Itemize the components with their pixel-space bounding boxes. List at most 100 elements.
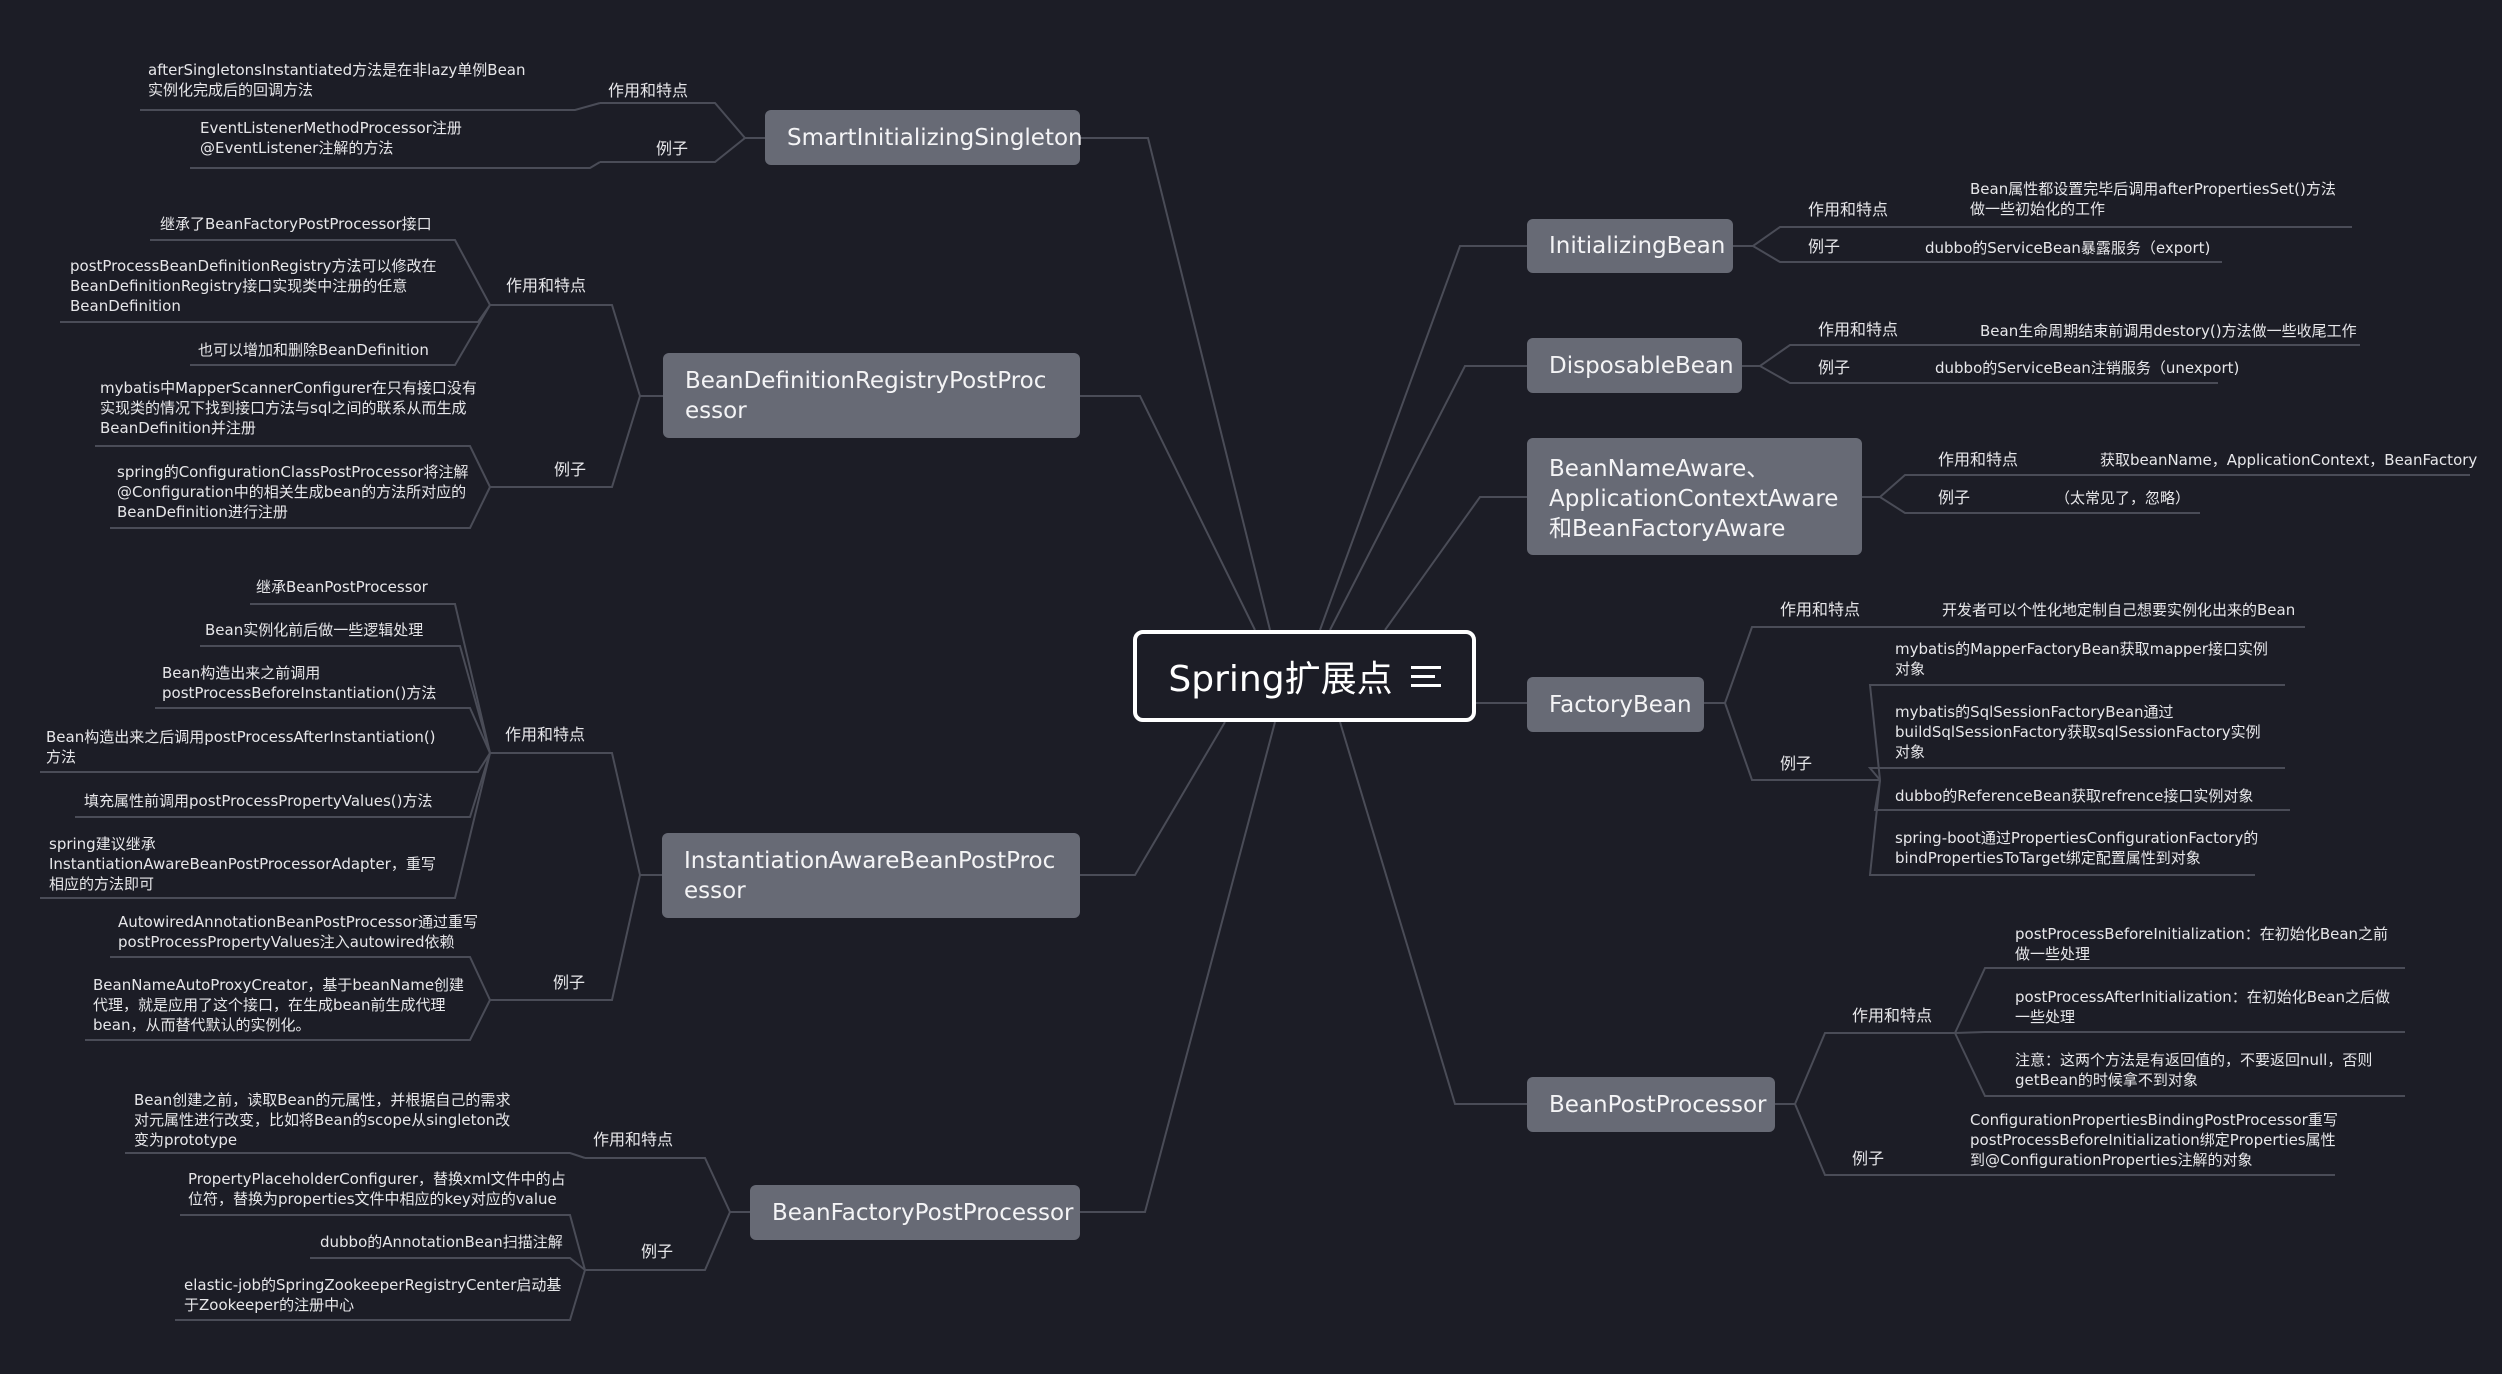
- leaf-line: [1867, 767, 2285, 781]
- leaf-text: spring建议继承InstantiationAwareBeanPostProc…: [49, 835, 436, 893]
- leaf-line: [110, 486, 491, 529]
- sub-line: [590, 395, 663, 488]
- leaf-text: 继承了BeanFactoryPostProcessor接口: [160, 215, 432, 233]
- examples-label: 例子: [1938, 488, 1971, 507]
- leaf-text: ConfigurationPropertiesBindingPostProces…: [1970, 1111, 2338, 1169]
- node-smart-initializing-singleton[interactable]: SmartInitializingSingleton: [765, 110, 1083, 165]
- leaf-line: [1954, 1031, 2405, 1034]
- leaf-text: Bean生命周期结束前调用destory()方法做一些收尾工作: [1980, 322, 2357, 340]
- leaf-line: [190, 161, 601, 169]
- node-title: InstantiationAwareBeanPostProcessor: [684, 847, 1056, 904]
- leaf-text: 获取beanName，ApplicationContext，BeanFactor…: [2100, 451, 2478, 469]
- leaf-text: 注意：这两个方法是有返回值的，不要返回null，否则getBean的时候拿不到对…: [2015, 1051, 2373, 1089]
- leaf-line: [310, 1257, 586, 1271]
- node-bean-definition-registry-post-processor[interactable]: BeanDefinitionRegistryPostProcessor: [663, 353, 1080, 438]
- leaf-text: elastic-job的SpringZookeeperRegistryCente…: [184, 1276, 562, 1314]
- branch-line: [1319, 245, 1527, 631]
- sub-line: [590, 752, 662, 876]
- node-bean-post-processor[interactable]: BeanPostProcessor: [1527, 1077, 1775, 1132]
- leaf-text: spring-boot通过PropertiesConfigurationFact…: [1895, 829, 2259, 867]
- leaf-line: [1868, 684, 2285, 781]
- features-label: 作用和特点: [1780, 600, 1861, 619]
- node-title: InitializingBean: [1549, 233, 1726, 259]
- sub-line: [1742, 365, 1810, 384]
- leaf-text: AutowiredAnnotationBeanPostProcessor通过重写…: [118, 913, 478, 951]
- leaf-text: Bean属性都设置完毕后调用afterPropertiesSet()方法做一些初…: [1970, 180, 2336, 218]
- examples-label: 例子: [655, 139, 688, 158]
- leaf-text: postProcessBeforeInitialization：在初始化Bean…: [2015, 925, 2389, 963]
- sub-line: [1775, 1103, 1845, 1176]
- branch-line: [1384, 496, 1527, 631]
- leaf-line: [140, 102, 601, 111]
- sub-line: [1704, 702, 1772, 781]
- leaf-line: [175, 1269, 586, 1321]
- node-title: SmartInitializingSingleton: [787, 124, 1083, 151]
- leaf-text: dubbo的ReferenceBean获取refrence接口实例对象: [1895, 787, 2254, 805]
- notes-icon[interactable]: [1410, 660, 1441, 693]
- sub-line: [1742, 344, 1810, 367]
- leaf-line: [40, 752, 491, 899]
- examples-label: 例子: [553, 460, 586, 479]
- examples-label: 例子: [1808, 237, 1841, 256]
- branch-line: [1080, 137, 1271, 631]
- node-title: BeanDefinitionRegistryPostProcessor: [685, 367, 1047, 424]
- examples-label: 例子: [1852, 1149, 1885, 1168]
- leaf-line: [75, 752, 491, 818]
- sub-line: [1862, 496, 1925, 514]
- leaf-line: [40, 752, 491, 773]
- sub-line: [685, 1157, 750, 1213]
- features-label: 作用和特点: [504, 725, 585, 744]
- leaf-line: [110, 956, 491, 1001]
- node-title: BeanNameAware、ApplicationContextAware和Be…: [1549, 455, 1839, 542]
- sub-line: [695, 102, 765, 139]
- sub-line: [590, 304, 663, 397]
- leaf-text: mybatis的SqlSessionFactoryBean通过buildSqlS…: [1895, 703, 2261, 761]
- node-instantiation-aware-bean-post-processor[interactable]: InstantiationAwareBeanPostProcessor: [662, 833, 1080, 918]
- sub-line: [1733, 226, 1800, 247]
- leaf-text: spring的ConfigurationClassPostProcessor将注…: [117, 463, 469, 521]
- sub-line: [685, 1211, 750, 1271]
- features-label: 作用和特点: [1808, 200, 1889, 219]
- features-label: 作用和特点: [505, 276, 586, 295]
- node-title: FactoryBean: [1549, 691, 1692, 718]
- root-title: Spring扩展点: [1168, 659, 1393, 700]
- node-aware-interfaces[interactable]: BeanNameAware、ApplicationContextAware和Be…: [1527, 438, 1862, 555]
- leaf-line: [200, 645, 491, 754]
- features-label: 作用和特点: [592, 1130, 673, 1149]
- node-title: BeanFactoryPostProcessor: [772, 1199, 1074, 1226]
- leaf-text: dubbo的AnnotationBean扫描注解: [320, 1233, 563, 1251]
- leaf-line: [85, 999, 491, 1041]
- node-title: BeanPostProcessor: [1549, 1091, 1767, 1118]
- leaf-text: postProcessBeanDefinitionRegistry方法可以修改在…: [70, 257, 437, 315]
- sub-line: [590, 874, 662, 1001]
- examples-label: 例子: [640, 1242, 673, 1261]
- leaf-line: [250, 603, 491, 754]
- branch-line: [1339, 721, 1527, 1105]
- features-label: 作用和特点: [607, 81, 688, 100]
- node-bean-factory-post-processor[interactable]: BeanFactoryPostProcessor: [750, 1185, 1080, 1240]
- leaf-text: 开发者可以个性化地定制自己想要实例化出来的Bean: [1942, 601, 2296, 619]
- branch-line: [1329, 365, 1527, 631]
- leaf-text: 也可以增加和删除BeanDefinition: [198, 341, 429, 359]
- features-label: 作用和特点: [1852, 1006, 1933, 1025]
- leaf-line: [190, 304, 491, 366]
- leaf-text: dubbo的ServiceBean暴露服务（export): [1925, 239, 2211, 257]
- branch-line: [1080, 395, 1256, 631]
- leaf-line: [1868, 779, 2255, 876]
- leaf-line: [95, 445, 491, 488]
- leaf-text: afterSingletonsInstantiated方法是在非lazy单例Be…: [148, 61, 526, 99]
- leaf-text: Bean构造出来之前调用postProcessBeforeInstantiati…: [162, 664, 437, 702]
- leaf-text: （太常见了，忽略）: [2055, 489, 2191, 507]
- leaf-line: [150, 239, 491, 306]
- leaf-text: dubbo的ServiceBean注销服务（unexport): [1935, 359, 2240, 377]
- examples-label: 例子: [1780, 754, 1813, 773]
- node-initializing-bean[interactable]: InitializingBean: [1527, 219, 1733, 273]
- leaf-text: EventListenerMethodProcessor注册 @EventLis…: [200, 119, 462, 157]
- leaf-text: PropertyPlaceholderConfigurer，替换xml文件中的占…: [188, 1170, 566, 1208]
- node-disposable-bean[interactable]: DisposableBean: [1527, 338, 1742, 393]
- root-node[interactable]: Spring扩展点: [1133, 630, 1476, 722]
- leaf-text: 继承BeanPostProcessor: [256, 578, 428, 596]
- leaf-text: Bean创建之前，读取Bean的元属性，并根据自己的需求对元属性进行改变，比如将…: [134, 1091, 511, 1149]
- node-title: DisposableBean: [1549, 352, 1734, 379]
- node-factory-bean[interactable]: FactoryBean: [1527, 677, 1704, 732]
